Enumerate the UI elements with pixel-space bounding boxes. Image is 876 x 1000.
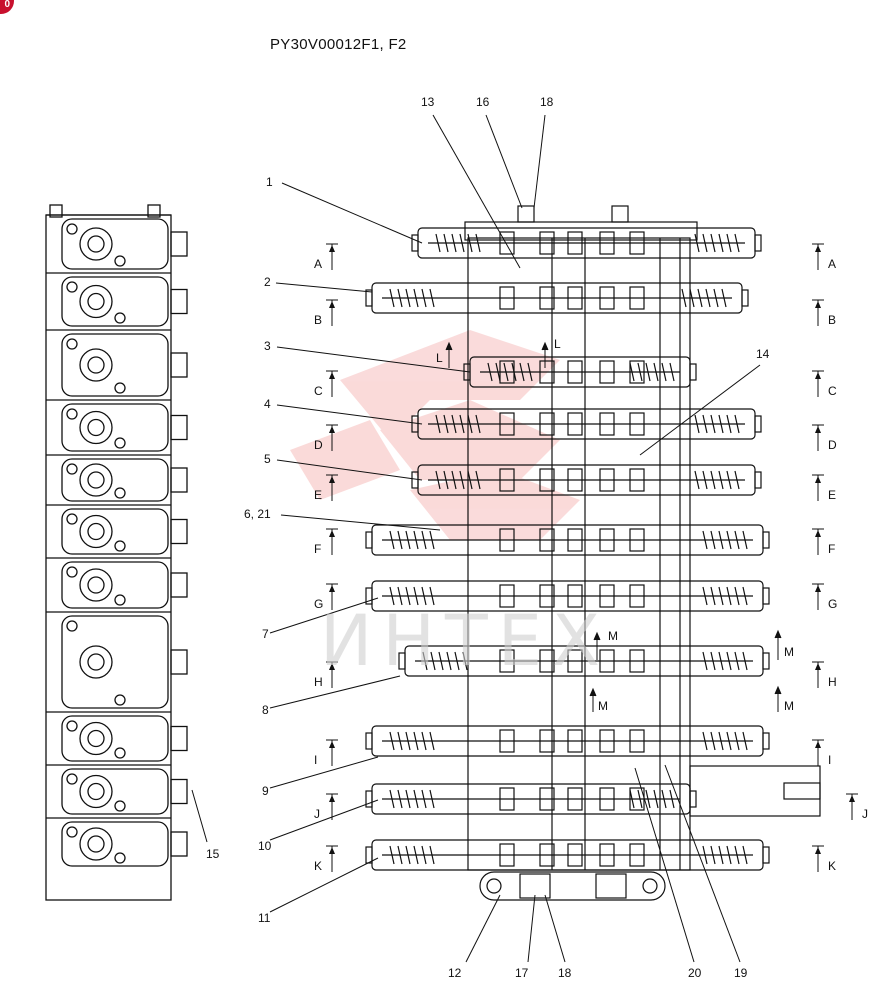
main-view [365,205,821,901]
section-label-right-J: J [862,807,868,821]
section-label-right-F: F [828,542,835,556]
section-label-L-right: L [554,337,561,351]
section-label-right-D: D [828,438,837,452]
section-label-M-2: M [598,699,608,713]
section-marker-left-H: H [314,661,338,689]
section-label-right-A: A [828,257,836,271]
section-marker-right-B: B [812,299,836,327]
section-label-left-G: G [314,597,323,611]
section-marker-right-E: E [812,474,836,502]
section-label-left-B: B [314,313,322,327]
section-marker-left-F: F [314,528,338,556]
part-label-19: 19 [734,966,748,980]
part-label-16: 16 [476,95,490,109]
section-marker-right-D: D [812,424,837,452]
part-label-3: 3 [264,339,271,353]
section-marker-right-K: K [812,845,836,873]
left-side-view [45,204,188,901]
part-label-11: 11 [258,911,271,925]
section-label-left-K: K [314,859,322,873]
section-marker-right-I: I [812,739,831,767]
section-label-left-F: F [314,542,321,556]
section-marker-right-H: H [812,661,837,689]
part-number-labels: 1 2 3 4 5 6, 21 7 8 9 10 11 12 13 14 15 … [206,95,770,980]
section-marker-left-K: K [314,845,338,873]
part-label-1: 1 [266,175,273,189]
part-label-14: 14 [756,347,770,361]
part-label-20: 20 [688,966,702,980]
section-label-left-C: C [314,384,323,398]
section-label-left-I: I [314,753,317,767]
section-marker-right-F: F [812,528,835,556]
part-label-7: 7 [262,627,269,641]
part-label-17: 17 [515,966,529,980]
part-label-15: 15 [206,847,220,861]
section-label-left-D: D [314,438,323,452]
section-marker-right-G: G [812,583,837,611]
section-label-M-3: M [784,645,794,659]
section-label-left-E: E [314,488,322,502]
section-marker-left-I: I [314,739,338,767]
section-label-right-I: I [828,753,831,767]
part-label-13: 13 [421,95,435,109]
section-label-right-H: H [828,675,837,689]
section-label-L-left: L [436,351,443,365]
section-label-right-G: G [828,597,837,611]
section-marker-left-J: J [314,793,338,821]
section-markers: A B C D E F G H I J K A B C D E F G H I J K [314,243,868,873]
part-label-8: 8 [262,703,269,717]
part-label-5: 5 [264,452,271,466]
watermark-text: ИНТЕХ [320,600,610,682]
section-L-M-labels: L L M M M M [436,337,794,713]
section-marker-right-C: C [812,370,837,398]
part-label-6-21: 6, 21 [244,507,271,521]
section-marker-left-D: D [314,424,338,452]
part-label-18-top: 18 [540,95,554,109]
watermark-logo [290,330,580,540]
part-label-12: 12 [448,966,462,980]
part-label-9: 9 [262,784,269,798]
section-label-M-1: M [608,629,618,643]
section-label-left-J: J [314,807,320,821]
section-marker-right-J: J [846,793,868,821]
section-marker-left-E: E [314,474,338,502]
part-label-2: 2 [264,275,271,289]
section-marker-right-A: A [812,243,836,271]
section-label-right-E: E [828,488,836,502]
section-L-M-markers [445,341,782,712]
drawing-title: PY30V00012F1, F2 [270,36,407,53]
part-label-4: 4 [264,397,271,411]
section-label-right-B: B [828,313,836,327]
section-label-left-A: A [314,257,322,271]
part-label-18-bottom: 18 [558,966,572,980]
section-marker-left-A: A [314,243,338,271]
section-marker-left-G: G [314,583,338,611]
section-label-right-C: C [828,384,837,398]
section-marker-left-B: B [314,299,338,327]
part-label-10: 10 [258,839,272,853]
section-marker-left-C: C [314,370,338,398]
section-label-right-K: K [828,859,836,873]
section-label-left-H: H [314,675,323,689]
leader-lines [191,114,761,963]
section-label-M-4: M [784,699,794,713]
